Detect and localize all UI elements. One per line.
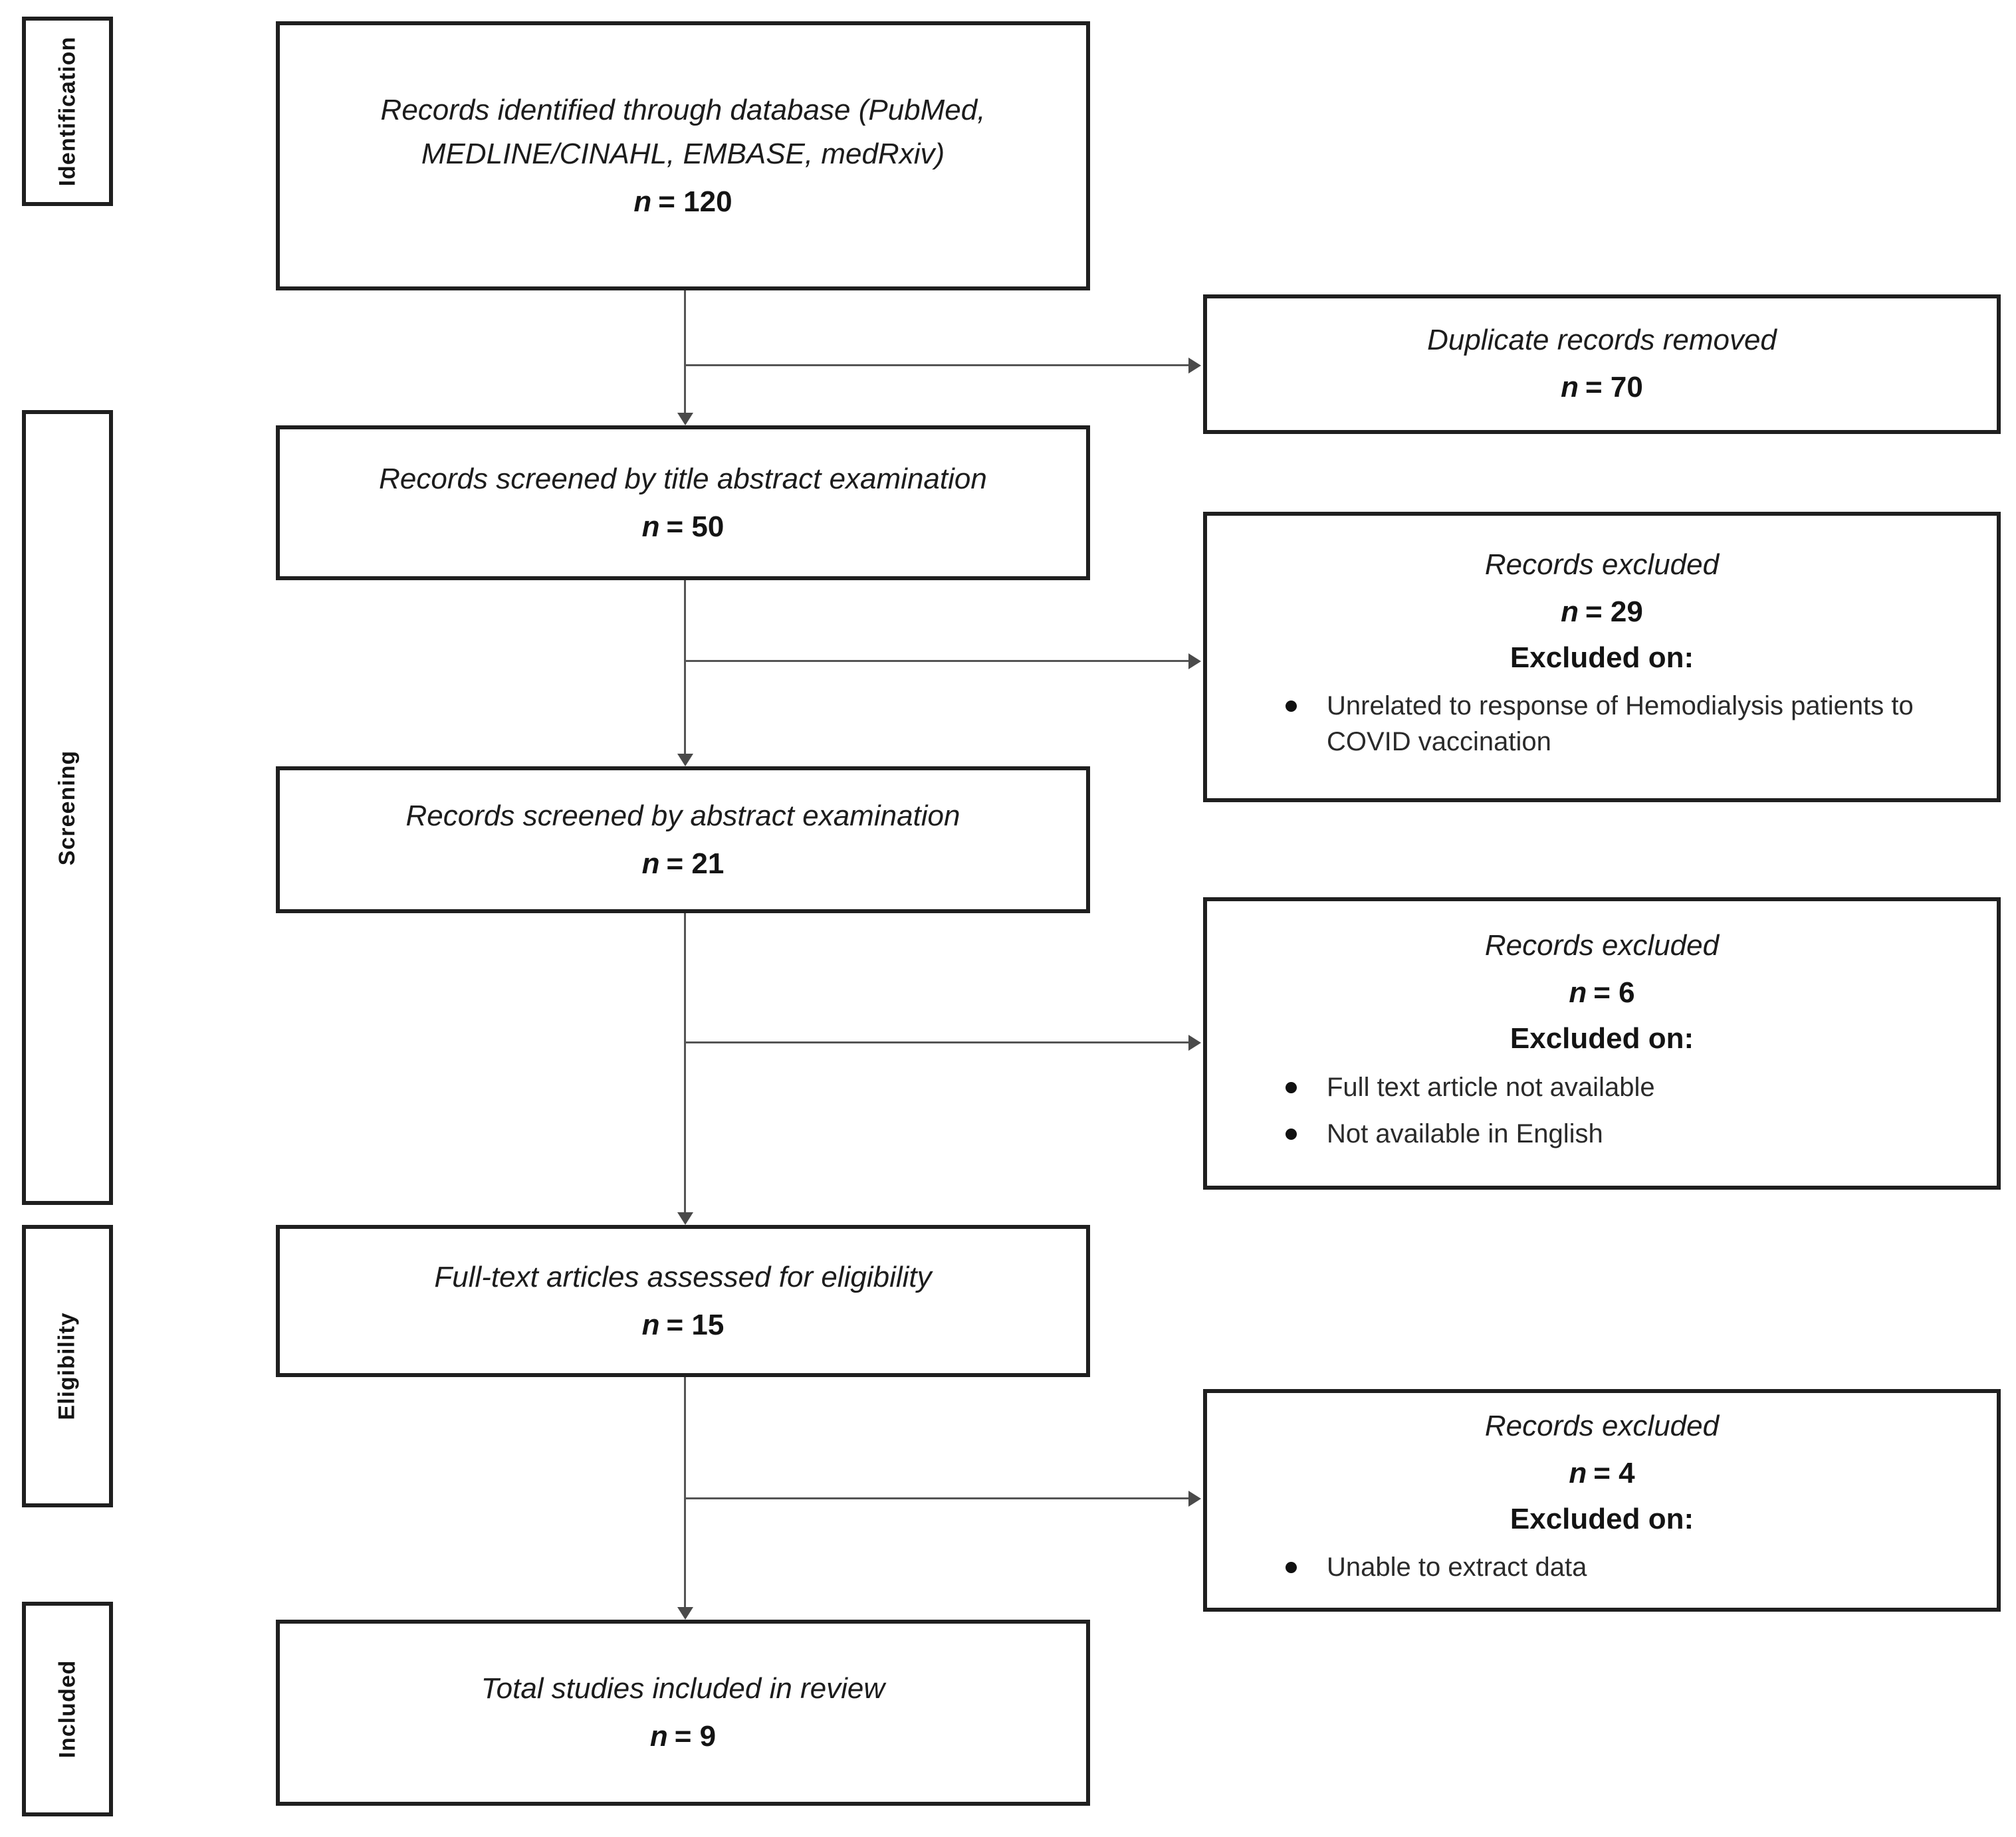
n-value: = 120 <box>658 185 732 218</box>
n-value: = 50 <box>666 510 725 543</box>
n-symbol: n <box>1561 595 1579 628</box>
flow-box-total-included: Total studies included in review n= 9 <box>276 1620 1090 1806</box>
flow-box-screened-title-abstract: Records screened by title abstract exami… <box>276 425 1090 580</box>
n-symbol: n <box>641 847 660 880</box>
arrow-down-icon <box>677 1212 693 1225</box>
n-value: = 70 <box>1585 370 1643 403</box>
excluded-on-heading: Excluded on: <box>1510 1502 1694 1535</box>
exclusion-reason-list: Unrelated to response of Hemodialysis pa… <box>1227 688 1977 770</box>
n-count: n= 21 <box>642 842 725 886</box>
stage-box-eligibility: Eligibility <box>22 1225 113 1507</box>
exclusion-reason-list: Full text article not available Not avai… <box>1227 1069 1977 1162</box>
bullet-icon <box>1286 701 1297 712</box>
n-value: = 29 <box>1585 595 1643 628</box>
exclusion-title: Records excluded <box>1484 1409 1720 1442</box>
stage-box-screening: Screening <box>22 410 113 1205</box>
bullet-icon <box>1286 1128 1297 1140</box>
n-count: n= 70 <box>1561 366 1643 409</box>
exclusion-reason: Not available in English <box>1286 1116 1957 1152</box>
stage-label-screening: Screening <box>55 750 80 865</box>
stage-box-included: Included <box>22 1602 113 1816</box>
n-count: n= 9 <box>650 1715 716 1759</box>
n-count: n= 29 <box>1561 590 1643 634</box>
n-count: n= 50 <box>642 505 725 549</box>
exclusion-reason-text: Not available in English <box>1327 1119 1603 1148</box>
n-symbol: n <box>1569 1456 1587 1489</box>
n-symbol: n <box>1561 370 1579 403</box>
exclusion-reason-text: Unable to extract data <box>1327 1553 1587 1582</box>
exclusion-reason-text: Full text article not available <box>1327 1072 1655 1102</box>
arrow-right-icon <box>1188 1491 1201 1507</box>
n-symbol: n <box>641 1308 660 1341</box>
flow-box-label: Records identified through database (Pub… <box>380 93 986 170</box>
bullet-icon <box>1286 1081 1297 1093</box>
connector-line-horizontal-4 <box>685 1497 1188 1499</box>
connector-line-vertical-4 <box>684 1377 686 1608</box>
exclusion-box-abstract: Records excluded n= 6 Excluded on: Full … <box>1203 897 2001 1190</box>
connector-line-horizontal-2 <box>685 660 1188 662</box>
arrow-right-icon <box>1188 1035 1201 1051</box>
stage-box-identification: Identification <box>22 17 113 206</box>
exclusion-title: Records excluded <box>1484 929 1720 962</box>
stage-label-eligibility: Eligibility <box>55 1312 80 1420</box>
flow-box-label: Records screened by title abstract exami… <box>379 462 987 495</box>
n-count: n= 6 <box>1569 971 1634 1015</box>
connector-line-horizontal-1 <box>685 364 1188 366</box>
flow-box-records-identified: Records identified through database (Pub… <box>276 21 1090 290</box>
exclusion-reason-list: Unable to extract data <box>1227 1549 1977 1596</box>
arrow-down-icon <box>677 1607 693 1620</box>
exclusion-box-duplicates: Duplicate records removed n= 70 <box>1203 294 2001 434</box>
arrow-right-icon <box>1188 358 1201 374</box>
flow-box-fulltext-assessed: Full-text articles assessed for eligibil… <box>276 1225 1090 1377</box>
stage-label-included: Included <box>55 1660 80 1759</box>
arrow-down-icon <box>677 754 693 766</box>
arrow-right-icon <box>1188 653 1201 669</box>
n-count: n= 120 <box>633 180 732 224</box>
connector-line-vertical-3 <box>684 913 686 1214</box>
n-symbol: n <box>641 510 660 543</box>
arrow-down-icon <box>677 413 693 425</box>
connector-line-vertical-2 <box>684 580 686 755</box>
n-value: = 4 <box>1593 1456 1635 1489</box>
n-symbol: n <box>1569 976 1587 1009</box>
n-value: = 9 <box>674 1720 717 1753</box>
exclusion-reason-text: Unrelated to response of Hemodialysis pa… <box>1327 691 1914 757</box>
n-count: n= 4 <box>1569 1452 1634 1495</box>
exclusion-box-fulltext: Records excluded n= 4 Excluded on: Unabl… <box>1203 1389 2001 1612</box>
n-symbol: n <box>649 1720 668 1753</box>
exclusion-title: Records excluded <box>1484 548 1720 581</box>
stage-label-identification: Identification <box>55 36 80 187</box>
flow-box-label: Full-text articles assessed for eligibil… <box>434 1260 932 1293</box>
excluded-on-heading: Excluded on: <box>1510 1022 1694 1055</box>
connector-line-vertical-1 <box>684 290 686 414</box>
flow-box-label: Total studies included in review <box>481 1672 885 1705</box>
n-value: = 21 <box>666 847 725 880</box>
exclusion-reason: Unable to extract data <box>1286 1549 1957 1585</box>
exclusion-title: Duplicate records removed <box>1427 324 1777 357</box>
excluded-on-heading: Excluded on: <box>1510 641 1694 674</box>
connector-line-horizontal-3 <box>685 1041 1188 1043</box>
n-count: n= 15 <box>642 1303 725 1347</box>
n-value: = 15 <box>666 1308 725 1341</box>
exclusion-box-title-abstract: Records excluded n= 29 Excluded on: Unre… <box>1203 512 2001 802</box>
n-symbol: n <box>633 185 652 218</box>
n-value: = 6 <box>1593 976 1635 1009</box>
exclusion-reason: Unrelated to response of Hemodialysis pa… <box>1286 688 1957 760</box>
flow-box-screened-abstract: Records screened by abstract examination… <box>276 766 1090 913</box>
exclusion-reason: Full text article not available <box>1286 1069 1957 1105</box>
flow-box-label: Records screened by abstract examination <box>405 799 960 832</box>
bullet-icon <box>1286 1562 1297 1574</box>
